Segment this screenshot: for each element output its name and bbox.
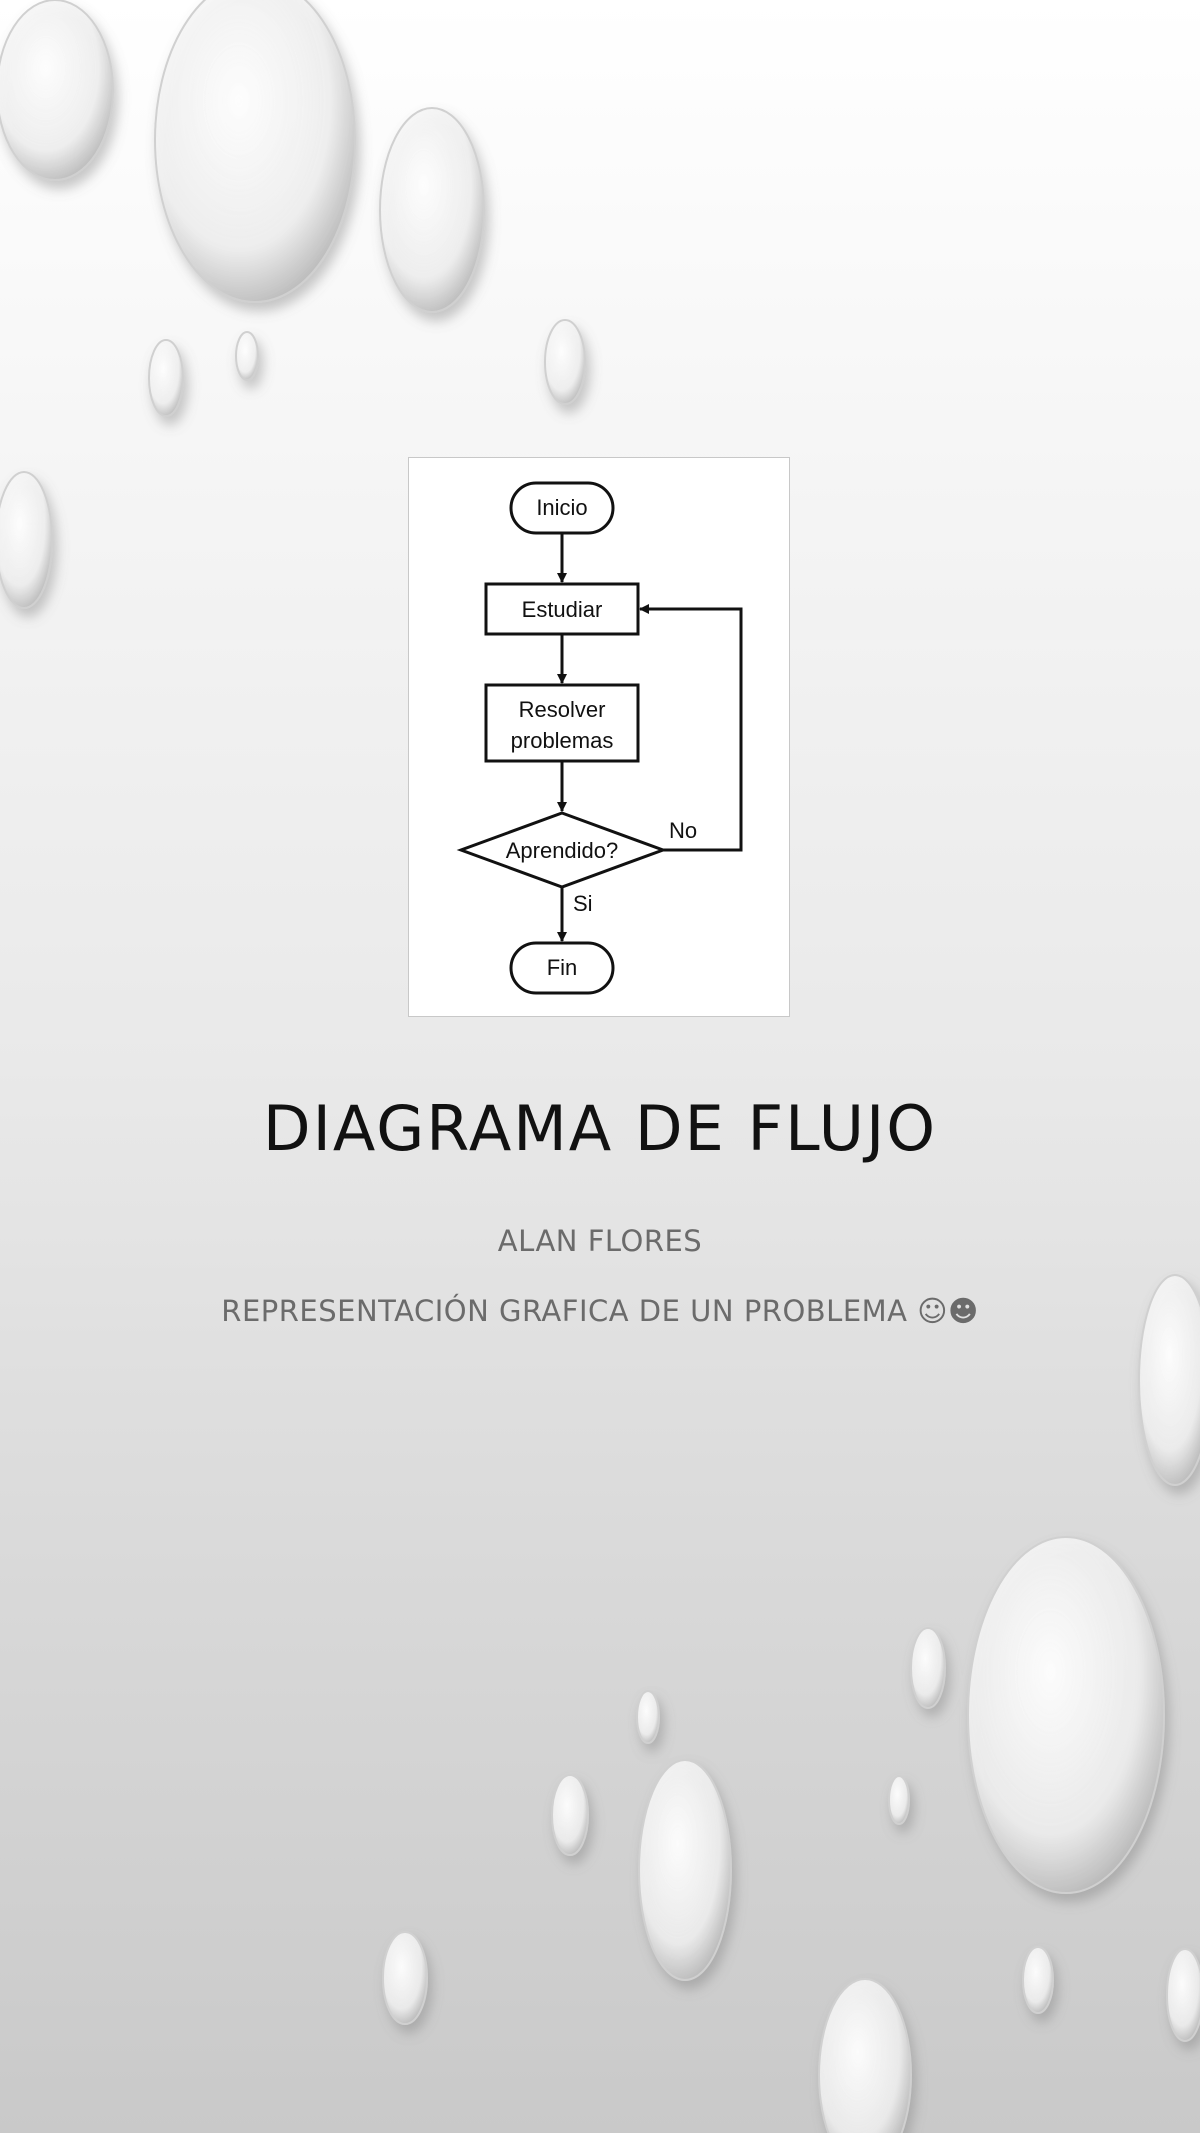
flow-node-solve-label-line2: problemas: [511, 728, 614, 753]
flow-node-solve: [484, 683, 640, 763]
flow-arrow-no-loop: [639, 604, 743, 852]
slide-author: ALAN FLORES: [497, 1224, 703, 1258]
slide-title: DIAGRAMA DE FLUJO: [262, 1092, 938, 1165]
flow-node-end: [509, 941, 615, 995]
flow-node-study-label: Estudiar: [522, 597, 603, 622]
flowchart: Inicio Estudiar Resolver problemas Apren…: [456, 481, 743, 995]
flow-node-decision-label: Aprendido?: [506, 838, 619, 863]
flow-node-study: [484, 582, 640, 636]
flow-node-end-label: Fin: [547, 955, 578, 980]
flow-node-solve-label-line1: Resolver: [519, 697, 606, 722]
slide-description: REPRESENTACIÓN GRAFICA DE UN PROBLEMA ☺☻: [221, 1294, 979, 1328]
flow-node-start-label: Inicio: [536, 495, 587, 520]
flowchart-image: Inicio Estudiar Resolver problemas Apren…: [408, 457, 790, 1017]
flow-label-no: No: [669, 818, 697, 843]
flow-label-yes: Si: [573, 891, 593, 916]
